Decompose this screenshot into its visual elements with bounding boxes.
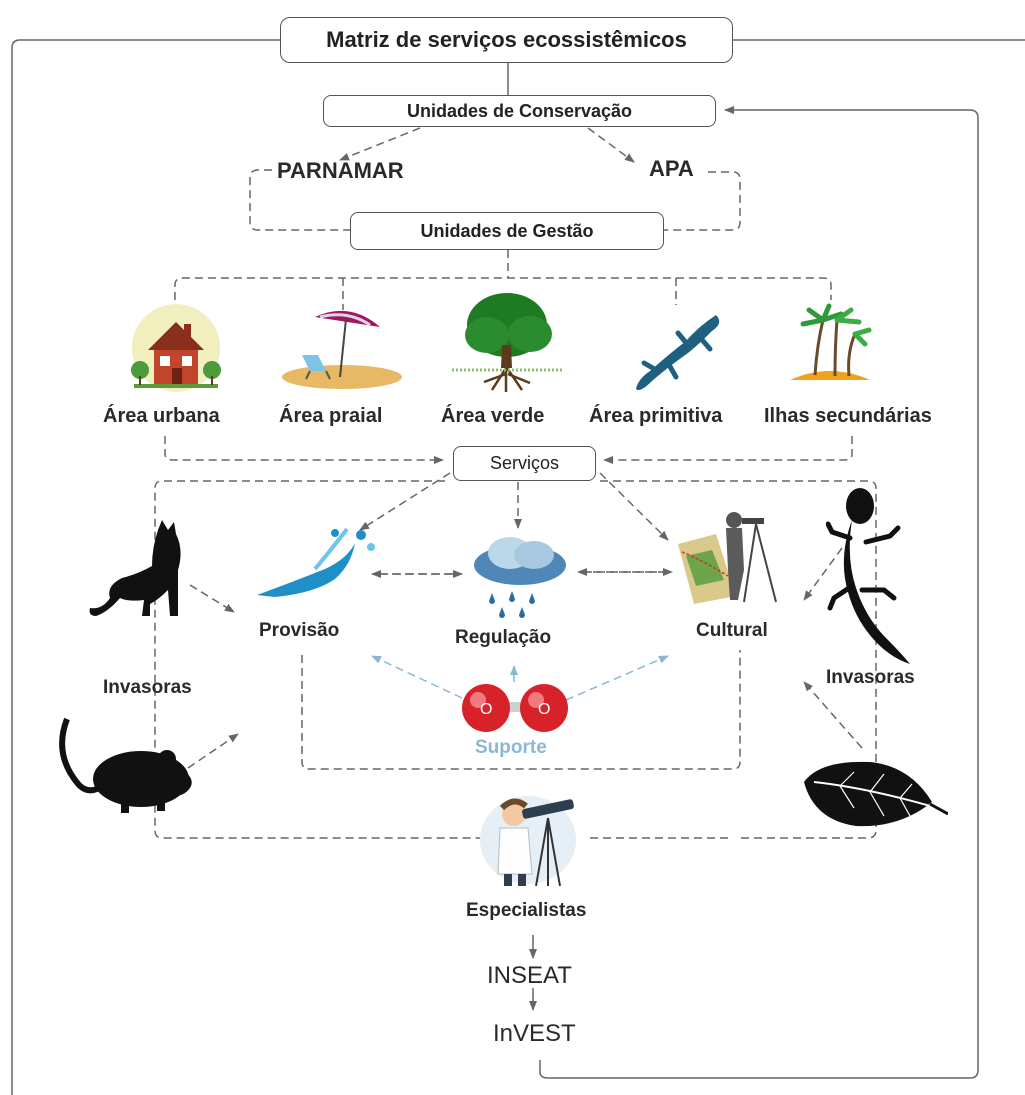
- area-islands-label: Ilhas secundárias: [764, 405, 932, 427]
- svg-text:O: O: [538, 701, 550, 718]
- area-beach-label: Área praial: [279, 405, 383, 427]
- apa-label: APA: [649, 156, 694, 181]
- surveyor-map-icon: [678, 512, 777, 604]
- services-box[interactable]: Serviços: [453, 446, 596, 481]
- invasive-right-label: Invasoras: [826, 667, 915, 688]
- management-units-box[interactable]: Unidades de Gestão: [350, 212, 664, 250]
- area-green-label: Área verde: [441, 405, 545, 427]
- provision-label: Provisão: [259, 620, 340, 641]
- salamander-icon: [636, 315, 720, 390]
- specialists-label: Especialistas: [466, 900, 587, 921]
- palm-island-icon: [790, 303, 872, 380]
- mouse-icon: [59, 717, 192, 813]
- house-icon: [131, 304, 221, 392]
- parnamar-label: PARNAMAR: [277, 158, 404, 183]
- beach-umbrella-icon: [282, 310, 402, 389]
- oxygen-molecule-icon: O O: [462, 684, 568, 732]
- cat-icon: [89, 520, 181, 616]
- conservation-units-label: Unidades de Conservação: [406, 100, 633, 121]
- regulation-label: Regulação: [455, 627, 552, 648]
- scientist-telescope-icon: [480, 796, 576, 887]
- conservation-units-box[interactable]: Unidades de Conservação: [323, 95, 716, 127]
- management-units-label: Unidades de Gestão: [420, 220, 594, 241]
- inseat-label: INSEAT: [487, 962, 572, 989]
- invasive-left-label: Invasoras: [103, 677, 192, 698]
- tree-icon: [452, 293, 562, 392]
- svg-text:O: O: [480, 701, 492, 718]
- area-urban-label: Área urbana: [103, 405, 220, 427]
- invest-label: InVEST: [493, 1020, 576, 1047]
- matrix-title: Matriz de serviços ecossistêmicos: [326, 27, 687, 52]
- area-primitive-label: Área primitiva: [589, 405, 723, 427]
- services-label: Serviços: [489, 453, 560, 473]
- support-label: Suporte: [475, 737, 547, 758]
- rain-cloud-icon: [474, 537, 566, 618]
- leaf-icon: [804, 761, 948, 827]
- gecko-icon: [826, 488, 910, 664]
- matrix-title-box[interactable]: Matriz de serviços ecossistêmicos: [280, 17, 733, 63]
- water-splash-icon: [257, 527, 375, 597]
- cultural-label: Cultural: [696, 620, 768, 641]
